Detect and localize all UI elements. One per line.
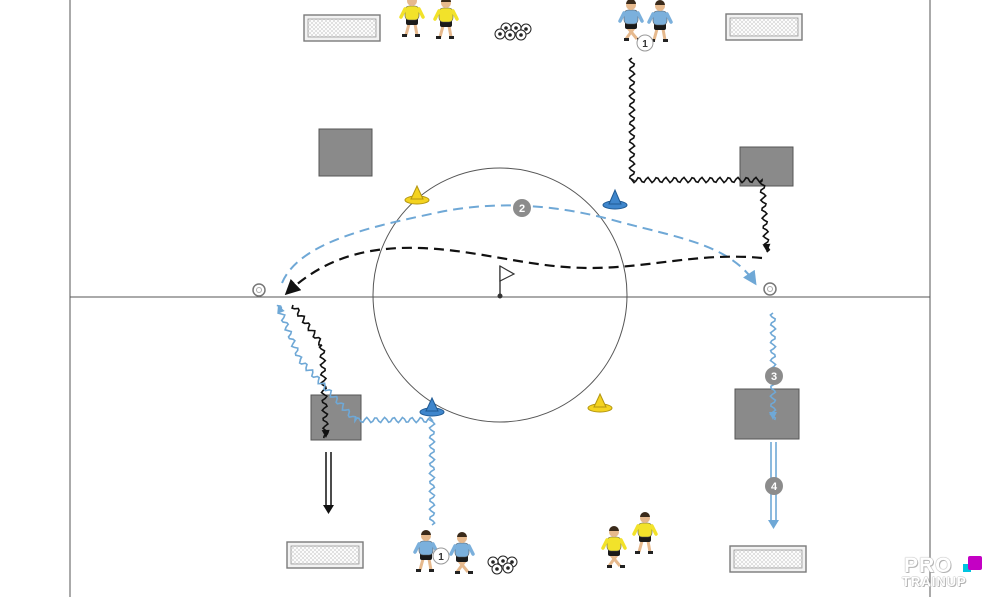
- dribble-path-blue-bottom-arrowhead: [277, 305, 285, 314]
- player-icon: [399, 0, 425, 37]
- logo-accent-square: [963, 564, 971, 572]
- player-icon: [433, 0, 459, 39]
- ring-marker-icon: [763, 282, 777, 296]
- cone-icon: [587, 392, 613, 413]
- goal-icon: [286, 541, 364, 569]
- svg-text:1: 1: [438, 552, 444, 563]
- player-icon: [647, 0, 673, 42]
- dribble-path-blue-bottom: [276, 304, 436, 526]
- cone-icon: [602, 188, 628, 210]
- dribble-path-blue-right-arrowhead: [769, 412, 777, 420]
- pass-line-blue: [281, 204, 757, 286]
- players: [399, 0, 673, 574]
- flag-icon: [497, 264, 516, 299]
- cone-icon: [419, 396, 445, 417]
- player-icon: [601, 526, 627, 568]
- pass-line-black: [284, 246, 763, 296]
- zone-top-left: [318, 128, 373, 177]
- dribble-path-black-bottom: [291, 304, 330, 439]
- logo-text-bottom: TRAINUP: [902, 574, 967, 589]
- zone-top-right: [739, 146, 794, 187]
- logo-accent-square: [968, 556, 982, 570]
- dribble-path-blue-right: [769, 312, 777, 421]
- step-badge-2: 2: [513, 199, 531, 217]
- svg-text:1: 1: [642, 39, 648, 50]
- player-icon: [413, 530, 439, 572]
- logo-text-top: PRO: [904, 554, 953, 577]
- player-icon: [618, 0, 644, 41]
- step-badge-1-bottom: 1: [432, 547, 450, 565]
- brand-logo: PRO TRAINUP: [900, 552, 992, 592]
- svg-text:4: 4: [771, 481, 778, 493]
- player-icon: [632, 512, 658, 554]
- ball-icon: [487, 555, 518, 575]
- dribble-paths: [276, 57, 777, 526]
- step-badge-1-top: 1: [636, 34, 654, 52]
- ring-marker-icon: [252, 283, 266, 297]
- svg-text:3: 3: [771, 371, 777, 383]
- dribble-path-black-bottom-arrowhead: [321, 429, 330, 438]
- center-circle: [372, 167, 628, 423]
- dribble-path-black-top: [628, 57, 771, 253]
- zone-bottom-right: [734, 388, 800, 440]
- step-badge-4: 4: [765, 477, 783, 495]
- svg-text:2: 2: [519, 203, 525, 215]
- goal-icon: [729, 545, 807, 573]
- ball-icon: [494, 22, 532, 41]
- goal-icon: [725, 13, 803, 41]
- cone-icon: [404, 184, 430, 205]
- player-icon: [449, 532, 475, 574]
- target-zones: [310, 128, 800, 441]
- goal-icon: [303, 14, 381, 42]
- run-arrow: [323, 452, 334, 514]
- step-badge-3: 3: [765, 367, 783, 385]
- dribble-path-black-top-arrowhead: [762, 243, 771, 252]
